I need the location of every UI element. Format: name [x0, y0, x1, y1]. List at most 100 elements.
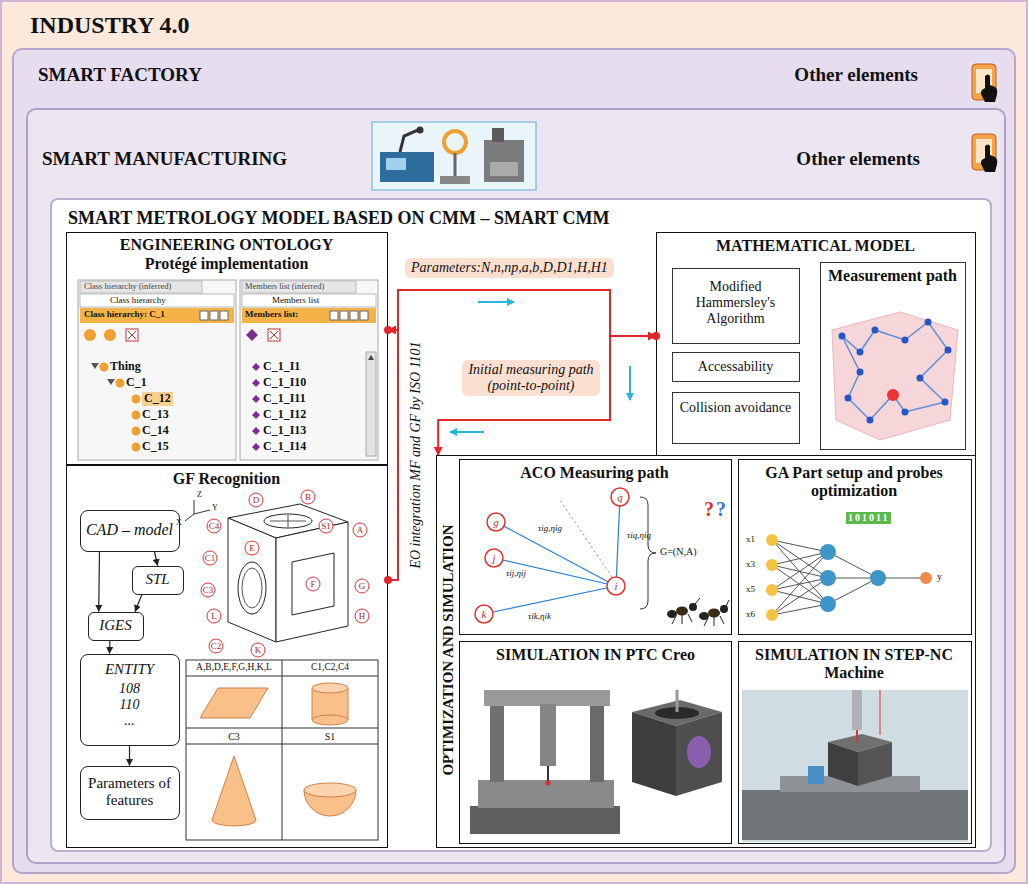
step-nc-scene-part	[828, 742, 858, 786]
node-title: SIMULATION IN PTC Creo	[496, 646, 696, 664]
phone-icon-part	[972, 64, 996, 100]
neural-network-part	[828, 552, 878, 578]
part-drawing	[185, 490, 369, 657]
feature-table-part	[186, 676, 378, 677]
callout-label: C3	[199, 584, 217, 596]
label-text: τik,ηik	[528, 611, 551, 621]
neural-network-part	[772, 578, 828, 590]
edge-label: Initial measuring path (point-to-point)	[462, 360, 600, 396]
node-text: Protégé implementation	[67, 255, 386, 273]
protege-panel-part	[270, 331, 278, 339]
phone-icon-part	[981, 75, 997, 103]
cmm-model-part	[676, 712, 722, 796]
flow-arrow-part	[478, 301, 514, 303]
part-drawing-part	[276, 522, 348, 642]
node-title: INDUSTRY 4.0	[30, 12, 190, 40]
aco-graph-part	[496, 522, 616, 586]
phone-icon-part	[976, 139, 992, 163]
feature-table-part	[304, 783, 356, 797]
neural-network-part	[772, 604, 828, 615]
node-title: Modified Hammersley's Algorithm	[677, 279, 795, 327]
aco-graph-part	[672, 598, 700, 624]
feature-table-part	[212, 756, 256, 826]
label-text: x1	[746, 534, 755, 544]
step-nc-scene-part	[828, 734, 892, 752]
measurement-path-plot-part	[857, 369, 864, 376]
part-drawing-part	[194, 500, 195, 514]
protege-panel-part	[91, 363, 99, 369]
neural-network-part	[772, 540, 828, 578]
label-text: C_1_I14	[263, 440, 306, 454]
protege-panel-part	[220, 311, 228, 320]
connector	[388, 290, 656, 336]
process-box: STL	[132, 566, 184, 595]
label-text: C3	[186, 731, 282, 743]
phone-icon-part	[981, 145, 997, 173]
simulation-box: SIMULATION IN STEP-NC Machine	[738, 641, 972, 844]
aco-graph-part	[720, 605, 728, 613]
protege-panel-part	[80, 308, 234, 323]
neural-network-part	[870, 570, 886, 586]
manufacturing-icon-part	[444, 131, 466, 153]
label-text: Class hierarchy	[110, 295, 166, 305]
step-nc-scene-part	[858, 742, 892, 786]
part-drawing-part	[185, 514, 194, 521]
neural-network-part	[772, 565, 828, 578]
label-text: C_14	[142, 424, 169, 438]
node-title: ENGINEERING ONTOLOGY	[67, 236, 386, 254]
label-text: C_1	[126, 376, 147, 390]
node-title: Measurement path	[821, 267, 965, 285]
callout-label: G	[353, 580, 371, 592]
measurement-path-plot-part	[839, 333, 846, 340]
label-text: y	[937, 571, 942, 583]
label-text: τig,ηig	[538, 523, 562, 533]
aco-graph-part	[607, 577, 625, 595]
measurement-path-plot-part	[942, 399, 949, 406]
step-nc-scene	[742, 690, 968, 842]
phone-icon-part	[976, 69, 992, 93]
callout-label: k	[475, 607, 493, 621]
callout-label: H	[353, 610, 371, 622]
node-title: Collision avoidance	[675, 400, 797, 416]
protege-panel-part	[242, 308, 376, 323]
neural-network	[766, 534, 932, 621]
callout-label: C2	[207, 640, 225, 652]
label-text: Members list (inferred)	[245, 282, 324, 292]
protege-panel-part	[100, 363, 109, 372]
connector	[135, 595, 142, 612]
node-title: IGES	[89, 617, 143, 634]
protege-panel-part	[252, 363, 260, 371]
manufacturing-icon	[372, 122, 536, 190]
protege-panel-part	[340, 311, 348, 320]
protege-panel	[78, 280, 378, 460]
protege-panel-part	[240, 280, 378, 460]
phone-icon	[972, 134, 997, 172]
process-box: Parameters of features	[80, 766, 180, 820]
plot-box: Measurement path	[820, 262, 966, 450]
node-title: Accessability	[675, 359, 797, 375]
step-nc-scene-part	[808, 766, 824, 784]
callout-label: C1	[201, 552, 219, 564]
node-title: SMART MANUFACTURING	[42, 148, 287, 170]
cmm-model-part	[478, 780, 614, 808]
process-box: Collision avoidance	[672, 392, 800, 444]
callout-label: C4	[205, 520, 223, 532]
neural-network-part	[772, 552, 828, 565]
aco-graph-part	[640, 497, 656, 609]
flow-arrow-part	[450, 431, 484, 433]
process-box: IGES	[88, 612, 144, 641]
callout-label: L	[205, 610, 223, 622]
node-title: GA Part setup and probes optimization	[739, 464, 970, 501]
label-text: S1	[282, 731, 378, 743]
aco-graph-part	[699, 612, 709, 620]
junction-dot-part	[652, 332, 660, 340]
node-text: Other elements	[760, 148, 920, 170]
label-text: C_1_I11	[263, 392, 306, 406]
neural-network-part	[772, 578, 828, 615]
protege-panel-part	[200, 311, 208, 320]
measurement-path-plot-part	[902, 409, 909, 416]
cmm-model	[470, 690, 722, 834]
manufacturing-icon-part	[440, 176, 470, 184]
node-title: SIMULATION IN STEP-NC Machine	[739, 646, 970, 683]
